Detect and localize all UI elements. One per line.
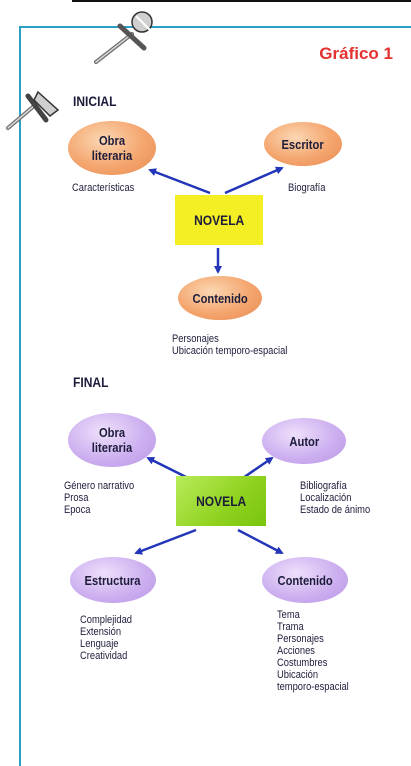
node-obra-literaria-final: Obra literaria (68, 413, 156, 467)
notes-autor: Bibliografía Localización Estado de ánim… (300, 480, 371, 516)
connector-arrows (134, 166, 284, 555)
notes-contenido-final: Tema Trama Personajes Acciones Costumbre… (277, 609, 349, 693)
arrow-to-escritor (224, 166, 284, 195)
node-estructura: Estructura (70, 557, 156, 603)
pushpin-icon (6, 90, 60, 130)
node-contenido-inicial: Contenido (178, 276, 262, 320)
node-obra-literaria-inicial: Obra literaria (68, 121, 156, 175)
pushpin-icons (6, 11, 153, 130)
notes-estructura: Complejidad Extensión Lenguaje Creativid… (80, 614, 132, 662)
note-biografia: Biografía (288, 182, 326, 194)
pushpin-icon (94, 11, 153, 64)
note-caracteristicas: Características (72, 182, 135, 194)
node-escritor: Escritor (264, 122, 342, 166)
center-novela-final: NOVELA (176, 476, 266, 526)
top-rule (72, 0, 411, 2)
arrow-to-obra-inicial (148, 168, 211, 195)
figure-title: Gráfico 1 (319, 44, 393, 63)
node-autor: Autor (262, 418, 346, 464)
arrow-to-estructura (134, 528, 197, 555)
notes-contenido-inicial: Personajes Ubicación temporo-espacial (172, 333, 288, 357)
notes-obra-final: Género narrativo Prosa Epoca (64, 480, 135, 516)
section-heading-final: FINAL (73, 374, 109, 390)
center-novela-inicial: NOVELA (175, 195, 263, 245)
arrow-to-contenido-final (237, 528, 284, 555)
node-contenido-final: Contenido (262, 557, 348, 603)
section-heading-inicial: INICIAL (73, 93, 117, 109)
